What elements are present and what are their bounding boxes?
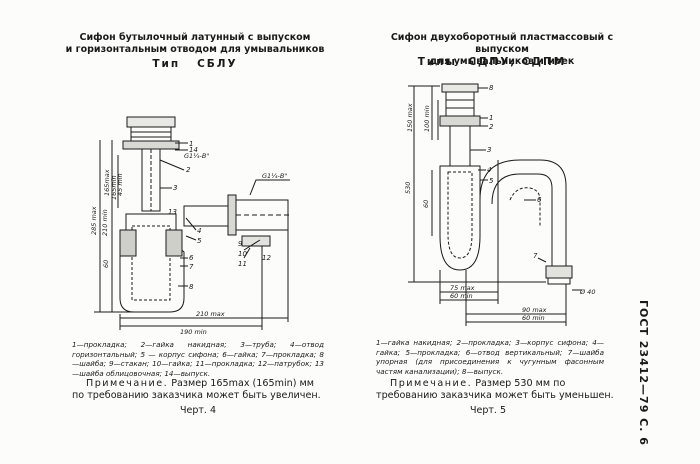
right-dim-60: 60 — [422, 200, 430, 208]
right-dim-90max: 90 max — [522, 306, 547, 314]
left-dim-60: 60 — [102, 260, 110, 268]
left-dim-210max: 210 max — [196, 310, 225, 318]
right-dim-150max: 150 max — [406, 103, 414, 132]
left-callout: 5 — [197, 237, 202, 245]
left-callout: 12 — [262, 254, 271, 262]
left-title: Сифон бутылочный латунный с выпуском и г… — [60, 32, 330, 56]
left-note-text: Размер 165max (165min) мм по требованию … — [72, 378, 321, 401]
right-upper-bend — [479, 159, 567, 266]
left-body — [119, 213, 185, 313]
right-dim-d40: Ø 40 — [579, 288, 595, 296]
left-callout: 2 — [186, 166, 191, 174]
right-title: Сифон двухоборотный пластмассовый с выпу… — [372, 32, 632, 68]
right-dim-100min: 100 min — [423, 105, 431, 132]
right-title-line2: для умывальников и моек — [429, 56, 575, 67]
right-title-line1: Сифон двухоборотный пластмассовый с выпу… — [390, 32, 614, 55]
right-callout: 4 — [487, 166, 491, 174]
left-thread-2: G1¼-B" — [262, 172, 287, 180]
left-figure-label: Черт. 4 — [180, 405, 217, 416]
right-pipe-vertical — [449, 125, 471, 167]
right-callout: 8 — [489, 84, 494, 92]
left-callout: 3 — [173, 184, 177, 192]
left-title-line1: Сифон бутылочный латунный с выпуском — [79, 32, 311, 43]
left-callout: 4 — [197, 227, 201, 235]
left-callout: 8 — [189, 283, 194, 291]
left-callout: 9 — [238, 240, 243, 248]
right-outlet — [545, 265, 573, 279]
left-callout: 13 — [168, 208, 177, 216]
left-dim-210min: 210 min — [101, 209, 109, 236]
right-legend: 1—гайка накидная; 2—прокладка; 3—корпус … — [376, 338, 604, 376]
right-callout: 3 — [487, 146, 491, 154]
right-strainer-top — [441, 83, 479, 93]
left-callout: 11 — [238, 260, 247, 268]
right-note: Примечание. Размер 530 мм по требованию … — [376, 378, 616, 402]
left-dim-285max: 285 max — [90, 206, 98, 235]
left-dim-165max: 165max — [103, 169, 111, 196]
left-callout: 1 — [189, 140, 193, 148]
right-note-text: Размер 530 мм по требованию заказчика мо… — [376, 378, 614, 401]
gost-side-header: ГОСТ 23412—79 С. 6 — [637, 300, 650, 446]
left-title-line2: и горизонтальным отводом для умывальнико… — [65, 44, 325, 55]
left-dim-45min: 45 min — [116, 173, 124, 196]
right-callout: 1 — [489, 114, 493, 122]
right-callout: 6 — [537, 196, 542, 204]
left-legend: 1—прокладка; 2—гайка накидная; 3—труба; … — [72, 340, 324, 378]
left-dim-190min: 190 min — [180, 328, 207, 336]
left-callout: 14 — [189, 146, 198, 154]
right-callout: 7 — [533, 252, 538, 260]
left-callout: 10 — [238, 250, 247, 258]
right-dim-60min-b: 60 min — [522, 314, 545, 322]
right-callouts: 8 1 2 3 4 5 6 7 — [487, 84, 542, 260]
left-note: Примечание. Размер 165max (165min) мм по… — [72, 378, 328, 402]
right-strainer-body — [445, 91, 475, 117]
left-thread-1: G1¼-B" — [184, 152, 209, 160]
right-nut — [439, 115, 481, 127]
right-note-label: Примечание. — [390, 378, 473, 389]
left-note-label: Примечание. — [86, 378, 169, 389]
right-callout: 5 — [489, 177, 494, 185]
right-figure-label: Черт. 5 — [470, 405, 507, 416]
left-type: Тип СБЛУ — [152, 58, 238, 70]
right-dim-75max: 75 max — [450, 284, 475, 292]
left-callout: 6 — [189, 254, 194, 262]
left-callouts: 1 14 2 3 4 5 6 7 8 9 10 11 12 13 — [168, 140, 271, 291]
left-dim-165min: 165min — [110, 175, 118, 200]
right-dim-530: 530 — [404, 182, 412, 194]
right-type: Типы СДПУ, СДПМ — [417, 56, 567, 68]
right-trap-body — [439, 165, 481, 271]
right-dim-60min: 60 min — [450, 292, 473, 300]
right-callout: 2 — [489, 123, 494, 131]
left-callout: 7 — [189, 263, 194, 271]
